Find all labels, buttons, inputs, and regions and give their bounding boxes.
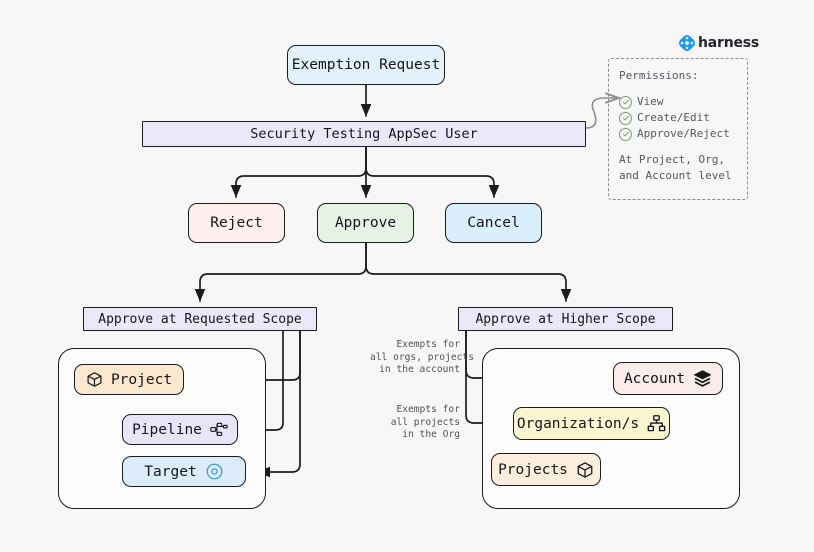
node-label: Cancel [467, 215, 520, 231]
org-chart-icon [647, 414, 666, 433]
node-target[interactable]: Target [122, 456, 246, 487]
check-circle-icon [619, 127, 632, 141]
node-label: Approve [334, 215, 397, 231]
node-label: Security Testing AppSec User [250, 126, 478, 142]
permission-label: Approve/Reject [637, 127, 730, 140]
permissions-panel: Permissions: View Create/Edit Approve/Re… [608, 58, 748, 200]
pipeline-icon [210, 422, 228, 438]
note-org-exemption: Exempts for all projects in the Org [390, 404, 460, 440]
cube-icon [86, 371, 103, 388]
check-circle-icon [619, 95, 632, 109]
permissions-footer-line2: and Account level [619, 169, 732, 182]
layers-icon [693, 369, 712, 388]
node-pipeline[interactable]: Pipeline [122, 414, 238, 445]
target-icon [205, 462, 224, 481]
node-label: Pipeline [132, 421, 202, 438]
permission-create-edit: Create/Edit [619, 110, 747, 126]
node-label: Account [623, 370, 686, 387]
permission-approve-reject: Approve/Reject [619, 126, 747, 142]
permission-view: View [619, 94, 747, 110]
check-circle-icon [619, 111, 632, 125]
node-label: Project [110, 371, 173, 388]
permissions-footer-line1: At Project, Org, [619, 153, 725, 166]
node-security-testing-appsec-user[interactable]: Security Testing AppSec User [142, 121, 586, 147]
node-approve-at-requested-scope[interactable]: Approve at Requested Scope [83, 307, 317, 331]
harness-diamond-icon [679, 35, 695, 51]
node-action-reject[interactable]: Reject [188, 203, 285, 243]
permission-label: View [637, 95, 664, 108]
node-label: Projects [498, 461, 568, 478]
node-action-approve[interactable]: Approve [317, 203, 414, 243]
node-account[interactable]: Account [613, 362, 723, 395]
permissions-title: Permissions: [619, 69, 699, 82]
node-project[interactable]: Project [74, 364, 184, 395]
node-action-cancel[interactable]: Cancel [445, 203, 542, 243]
node-label: Organization/s [516, 415, 640, 432]
node-projects[interactable]: Projects [491, 453, 601, 486]
harness-wordmark: harness [698, 35, 760, 51]
node-organizations[interactable]: Organization/s [513, 407, 670, 440]
harness-logo: harness [679, 35, 759, 51]
permission-label: Create/Edit [637, 111, 710, 124]
node-label: Reject [210, 215, 263, 231]
node-approve-at-higher-scope[interactable]: Approve at Higher Scope [458, 307, 673, 331]
note-account-exemption: Exempts for all orgs, projects in the ac… [370, 339, 474, 375]
node-label: Target [144, 463, 197, 480]
node-label: Approve at Requested Scope [98, 311, 302, 327]
node-exemption-request[interactable]: Exemption Request [287, 45, 445, 85]
cube-icon [576, 461, 594, 479]
node-label: Approve at Higher Scope [475, 311, 656, 327]
node-label: Exemption Request [291, 57, 441, 73]
